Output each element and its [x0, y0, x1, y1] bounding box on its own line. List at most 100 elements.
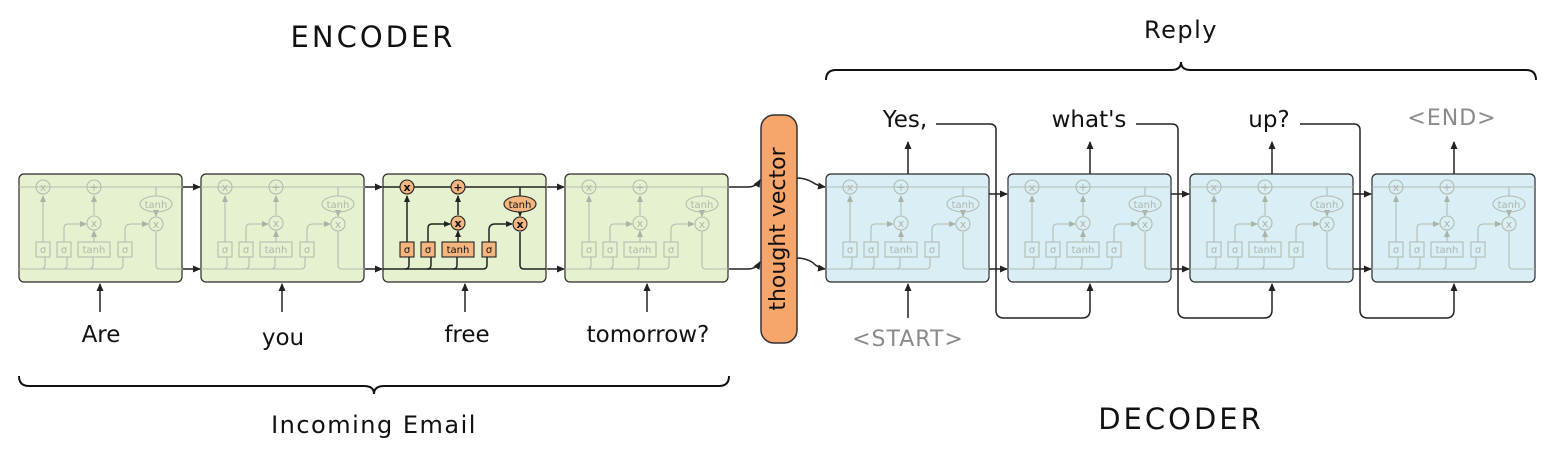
candidate-gate-label: tanh — [629, 245, 652, 256]
cell-add-op-label: + — [89, 181, 98, 194]
candidate-gate-label: tanh — [83, 245, 106, 256]
forget-gate-label: σ — [1211, 245, 1218, 256]
cell-add-op-label: + — [453, 181, 462, 194]
input-mul-op-label: x — [898, 217, 905, 230]
input-mul-op — [632, 215, 648, 231]
input-mul-op-label: x — [91, 217, 98, 230]
cell-add-op-label: + — [635, 181, 644, 194]
forget-mul-op-label: x — [1029, 181, 1036, 194]
forget-mul-op-label: x — [222, 181, 229, 194]
input-gate — [56, 241, 72, 258]
output-gate-label: σ — [1293, 245, 1300, 256]
input-gate — [1227, 241, 1243, 258]
candidate-gate — [77, 241, 111, 258]
input-gate-label: σ — [1232, 245, 1239, 256]
input-mul-op-label: x — [637, 217, 644, 230]
output-mul-op-label: x — [699, 218, 706, 231]
output-mul-op — [1137, 216, 1153, 232]
cell-tanh-op-label: tanh — [952, 200, 975, 211]
output-gate — [481, 241, 497, 258]
input-word-tomorrow: tomorrow? — [587, 322, 710, 348]
input-gate — [863, 241, 879, 258]
encoder-connections — [183, 177, 826, 273]
forget-mul-op — [217, 179, 233, 195]
cell-add-op — [1439, 179, 1455, 195]
forget-gate-label: σ — [847, 245, 854, 256]
cell-tanh-op-label: tanh — [509, 200, 532, 211]
output-mul-op-label: x — [1506, 218, 1513, 231]
cell-add-op — [893, 179, 909, 195]
thought-vector-label: thought vector — [766, 146, 791, 310]
candidate-gate-label: tanh — [1072, 245, 1095, 256]
cell-tanh-op-label: tanh — [327, 200, 350, 211]
cell-tanh-op — [1310, 195, 1344, 213]
candidate-gate — [259, 241, 293, 258]
cell-tanh-op — [503, 195, 537, 213]
forget-mul-op — [581, 179, 597, 195]
forget-gate — [1024, 241, 1040, 258]
forget-gate-label: σ — [1393, 245, 1400, 256]
output-word-up: up? — [1248, 107, 1289, 133]
output-gate-label: σ — [122, 245, 129, 256]
output-mul-op — [512, 216, 528, 232]
forget-mul-op — [35, 179, 51, 195]
candidate-gate-label: tanh — [1436, 245, 1459, 256]
output-mul-op-label: x — [960, 218, 967, 231]
output-mul-op-label: x — [153, 218, 160, 231]
output-gate-label: σ — [486, 245, 493, 256]
output-word-whats: what's — [1052, 107, 1127, 133]
forget-gate-label: σ — [1029, 245, 1036, 256]
thought-vector: thought vector — [760, 114, 798, 344]
output-word-yes: Yes, — [882, 107, 927, 133]
input-mul-op — [1257, 215, 1273, 231]
cell-add-op-label: + — [271, 181, 280, 194]
input-mul-op — [450, 215, 466, 231]
input-mul-op-label: x — [273, 217, 280, 230]
output-mul-op — [148, 216, 164, 232]
forget-mul-op-label: x — [1393, 181, 1400, 194]
input-gate — [602, 241, 618, 258]
output-mul-op — [694, 216, 710, 232]
input-gate-label: σ — [607, 245, 614, 256]
cell-tanh-op — [1128, 195, 1162, 213]
forget-mul-op — [1388, 179, 1404, 195]
forget-gate-label: σ — [222, 245, 229, 256]
forget-mul-op — [399, 179, 415, 195]
output-gate-label: σ — [1111, 245, 1118, 256]
candidate-gate-label: tanh — [1254, 245, 1277, 256]
cell-add-op — [632, 179, 648, 195]
forget-gate — [1206, 241, 1222, 258]
input-mul-op-label: x — [454, 217, 461, 230]
cell-add-op-label: + — [1260, 181, 1269, 194]
forget-gate — [1388, 241, 1404, 258]
forget-gate — [399, 241, 415, 258]
reply-label: Reply — [1144, 16, 1218, 44]
input-gate — [238, 241, 254, 258]
input-gate-label: σ — [1414, 245, 1421, 256]
output-mul-op — [955, 216, 971, 232]
input-mul-op-label: x — [1262, 217, 1269, 230]
forget-gate-label: σ — [404, 245, 411, 256]
cell-add-op — [1257, 179, 1273, 195]
cell-tanh-op — [321, 195, 355, 213]
output-gate — [1106, 241, 1122, 258]
output-mul-op-label: x — [516, 218, 523, 231]
cell-tanh-op — [1492, 195, 1526, 213]
cell-add-op-label: + — [1078, 181, 1087, 194]
forget-mul-op-label: x — [586, 181, 593, 194]
input-gate-label: σ — [61, 245, 68, 256]
cell-tanh-op-label: tanh — [691, 200, 714, 211]
incoming-email-label: Incoming Email — [271, 411, 477, 439]
input-gate — [1409, 241, 1425, 258]
cell-add-op-label: + — [896, 181, 905, 194]
cell-add-op — [450, 179, 466, 195]
cell-tanh-op — [946, 195, 980, 213]
